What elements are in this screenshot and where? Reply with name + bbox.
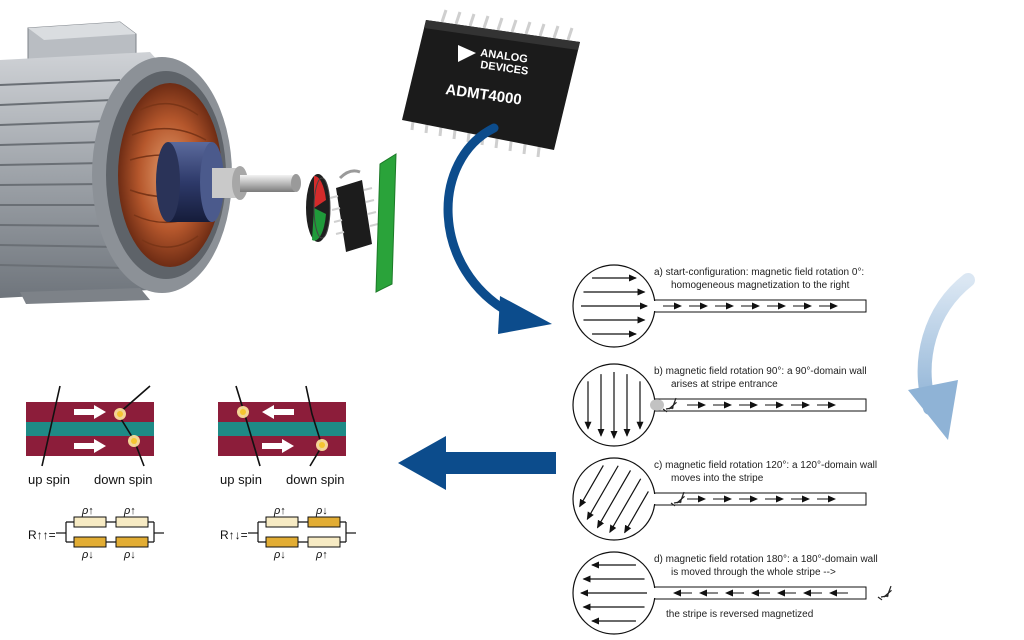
admt4000-chip: ANALOG DEVICES ADMT4000 xyxy=(402,9,580,158)
domain-wall xyxy=(650,397,677,413)
resistor xyxy=(265,516,299,528)
rho-top-right: ρ↓ xyxy=(315,505,328,517)
rho-bottom-left: ρ↓ xyxy=(273,549,286,561)
domain-wall xyxy=(877,585,892,601)
resistance-label: R↑↓= xyxy=(220,528,248,542)
step-caption-line1: d) magnetic field rotation 180°: a 180°-… xyxy=(654,554,878,565)
step-caption-line2: moves into the stripe xyxy=(671,473,764,484)
domain-wall-steps: a) start-configuration: magnetic field r… xyxy=(572,264,892,635)
resistor xyxy=(115,536,149,548)
electric-motor-illustration xyxy=(0,21,301,304)
step-b: b) magnetic field rotation 90°: a 90°-do… xyxy=(572,363,867,447)
resistor xyxy=(73,516,107,528)
resistance-label: R↑↑= xyxy=(28,528,56,542)
step-caption-line2: homogeneous magnetization to the right xyxy=(671,280,850,291)
rho-bottom-right: ρ↑ xyxy=(315,549,328,561)
step-a: a) start-configuration: magnetic field r… xyxy=(572,264,867,348)
spacer-layer xyxy=(26,422,154,436)
sensor-ic-package xyxy=(329,169,379,252)
down-spin-label: down spin xyxy=(94,472,153,487)
step-c: c) magnetic field rotation 120°: a 120°-… xyxy=(572,457,877,541)
rho-bottom-right: ρ↓ xyxy=(123,549,136,561)
magnetization-arrow xyxy=(262,405,294,419)
up-spin-label: up spin xyxy=(28,472,70,487)
step-caption-line2: is moved through the whole stripe --> xyxy=(671,567,836,578)
domain-wall xyxy=(670,491,685,507)
rho-bottom-left: ρ↓ xyxy=(81,549,94,561)
step-caption-line1: a) start-configuration: magnetic field r… xyxy=(654,267,864,278)
magnetization-arrow xyxy=(74,439,106,453)
step-caption-line1: b) magnetic field rotation 90°: a 90°-do… xyxy=(654,366,867,377)
up-spin-label: up spin xyxy=(220,472,262,487)
resistor xyxy=(307,536,341,548)
left-arrow xyxy=(398,436,556,490)
resistor xyxy=(265,536,299,548)
step-caption-line3: the stripe is reversed magnetized xyxy=(666,609,813,620)
resistor xyxy=(115,516,149,528)
spacer-layer xyxy=(218,422,346,436)
step-d: d) magnetic field rotation 180°: a 180°-… xyxy=(572,551,892,635)
step-caption-line1: c) magnetic field rotation 120°: a 120°-… xyxy=(654,460,877,471)
resistor xyxy=(307,516,341,528)
pcb-board xyxy=(375,153,397,293)
rho-top-left: ρ↑ xyxy=(273,505,286,517)
magnetization-arrow xyxy=(74,405,106,419)
curved-arrow-step-progression xyxy=(908,273,975,440)
curved-arrow-chip-to-model xyxy=(443,123,552,334)
step-caption-line2: arises at stripe entrance xyxy=(671,379,778,390)
rho-top-left: ρ↑ xyxy=(81,505,94,517)
magnet-disc xyxy=(306,174,331,242)
down-spin-label: down spin xyxy=(286,472,345,487)
resistor xyxy=(73,536,107,548)
rho-top-right: ρ↑ xyxy=(123,505,136,517)
magnetization-arrow xyxy=(262,439,294,453)
